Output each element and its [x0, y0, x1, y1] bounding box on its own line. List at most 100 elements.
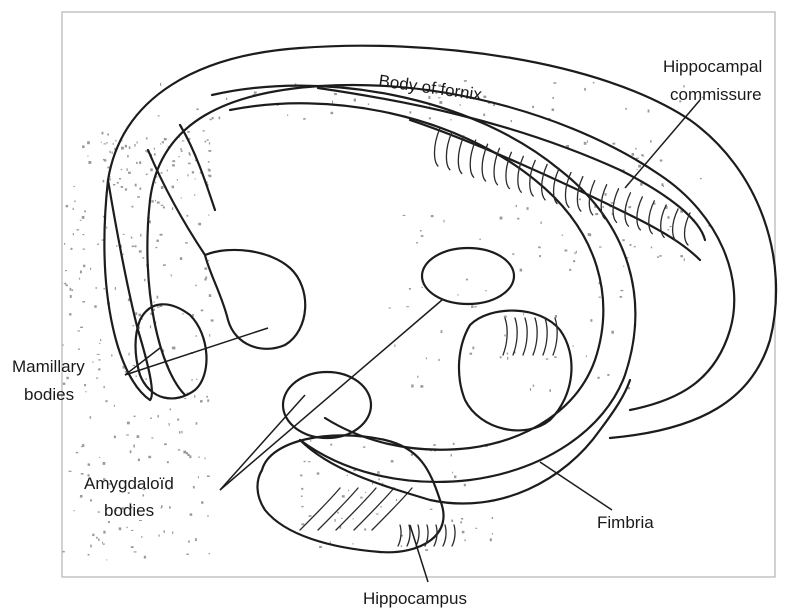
stipple-speck: [161, 172, 163, 174]
stipple-speck: [485, 290, 487, 291]
stipple-speck: [145, 150, 147, 152]
stipple-speck: [121, 186, 123, 188]
stipple-speck: [461, 518, 463, 520]
stipple-speck: [106, 142, 107, 143]
stipple-speck: [121, 147, 124, 150]
stipple-speck: [490, 538, 492, 541]
stipple-speck: [164, 443, 167, 445]
stipple-speck: [189, 152, 190, 155]
stipple-speck: [611, 331, 614, 334]
stipple-speck: [177, 179, 178, 181]
label-hippocampal-commissure-1: Hippocampal: [663, 57, 762, 76]
stipple-speck: [554, 356, 557, 358]
stipple-speck: [579, 199, 581, 201]
stipple-speck: [106, 559, 107, 560]
stipple-speck: [426, 357, 427, 359]
stipple-speck: [104, 386, 105, 388]
stipple-speck: [212, 117, 214, 119]
stipple-speck: [132, 246, 135, 248]
stipple-speck: [99, 457, 100, 458]
stipple-speck: [148, 456, 151, 458]
stipple-speck: [196, 422, 198, 425]
stipple-speck: [64, 243, 65, 245]
stipple-speck: [103, 288, 105, 289]
stipple-speck: [309, 515, 312, 517]
stipple-speck: [530, 388, 531, 391]
stipple-speck: [69, 313, 71, 315]
stipple-speck: [150, 325, 151, 328]
stipple-speck: [209, 334, 210, 337]
stipple-speck: [74, 200, 75, 202]
stipple-speck: [155, 182, 156, 184]
stipple-speck: [194, 395, 195, 398]
stipple-speck: [464, 80, 467, 82]
stipple-speck: [125, 145, 127, 148]
stipple-speck: [187, 454, 189, 456]
stipple-speck: [66, 377, 68, 379]
stipple-speck: [140, 234, 141, 237]
stipple-speck: [172, 164, 175, 166]
stipple-speck: [146, 378, 147, 380]
stipple-speck: [552, 97, 554, 99]
stipple-speck: [178, 449, 180, 450]
stipple-speck: [71, 248, 73, 250]
stipple-speck: [73, 208, 74, 210]
stipple-speck: [204, 278, 206, 280]
stipple-speck: [429, 105, 430, 106]
stipple-speck: [119, 178, 121, 180]
stipple-speck: [533, 385, 534, 387]
stipple-speck: [66, 205, 68, 207]
stipple-speck: [406, 306, 409, 307]
stipple-speck: [178, 156, 180, 157]
stipple-speck: [623, 266, 624, 267]
stipple-speck: [82, 145, 85, 148]
stipple-speck: [599, 297, 601, 298]
stipple-speck: [150, 168, 153, 171]
stipple-speck: [353, 518, 354, 519]
stipple-speck: [565, 250, 568, 252]
stipple-speck: [500, 356, 502, 358]
stipple-speck: [330, 541, 331, 543]
stipple-speck: [103, 462, 106, 465]
stipple-speck: [63, 551, 65, 553]
stipple-speck: [541, 222, 542, 224]
stipple-speck: [209, 175, 212, 177]
stipple-speck: [470, 353, 473, 355]
stipple-speck: [157, 307, 160, 308]
stipple-speck: [131, 530, 133, 531]
stipple-speck: [421, 235, 424, 237]
stipple-speck: [78, 349, 80, 350]
stipple-speck: [452, 472, 453, 474]
stipple-speck: [163, 264, 166, 266]
stipple-speck: [104, 143, 107, 144]
stipple-speck: [126, 527, 127, 528]
stipple-speck: [622, 239, 624, 241]
stipple-speck: [188, 163, 191, 165]
stipple-speck: [139, 161, 141, 164]
stipple-speck: [209, 142, 210, 144]
stipple-speck: [208, 161, 210, 162]
stipple-speck: [287, 115, 288, 116]
stipple-speck: [500, 217, 503, 220]
stipple-speck: [396, 499, 397, 501]
stipple-speck: [102, 542, 103, 544]
stipple-speck: [106, 400, 108, 402]
stipple-speck: [628, 387, 630, 389]
stipple-speck: [642, 154, 643, 157]
stipple-speck: [151, 200, 153, 202]
stipple-speck: [573, 260, 575, 262]
label-fimbria: Fimbria: [597, 513, 654, 532]
stipple-speck: [599, 247, 602, 248]
stipple-speck: [301, 488, 303, 490]
stipple-speck: [380, 506, 382, 507]
stipple-speck: [107, 134, 109, 136]
stipple-speck: [332, 101, 333, 104]
stipple-speck: [131, 546, 134, 548]
stipple-speck: [121, 169, 123, 170]
stipple-speck: [65, 270, 67, 271]
stipple-speck: [146, 137, 148, 139]
stipple-speck: [492, 517, 493, 519]
stipple-speck: [90, 545, 92, 548]
stipple-speck: [158, 115, 160, 116]
stipple-speck: [111, 354, 112, 356]
